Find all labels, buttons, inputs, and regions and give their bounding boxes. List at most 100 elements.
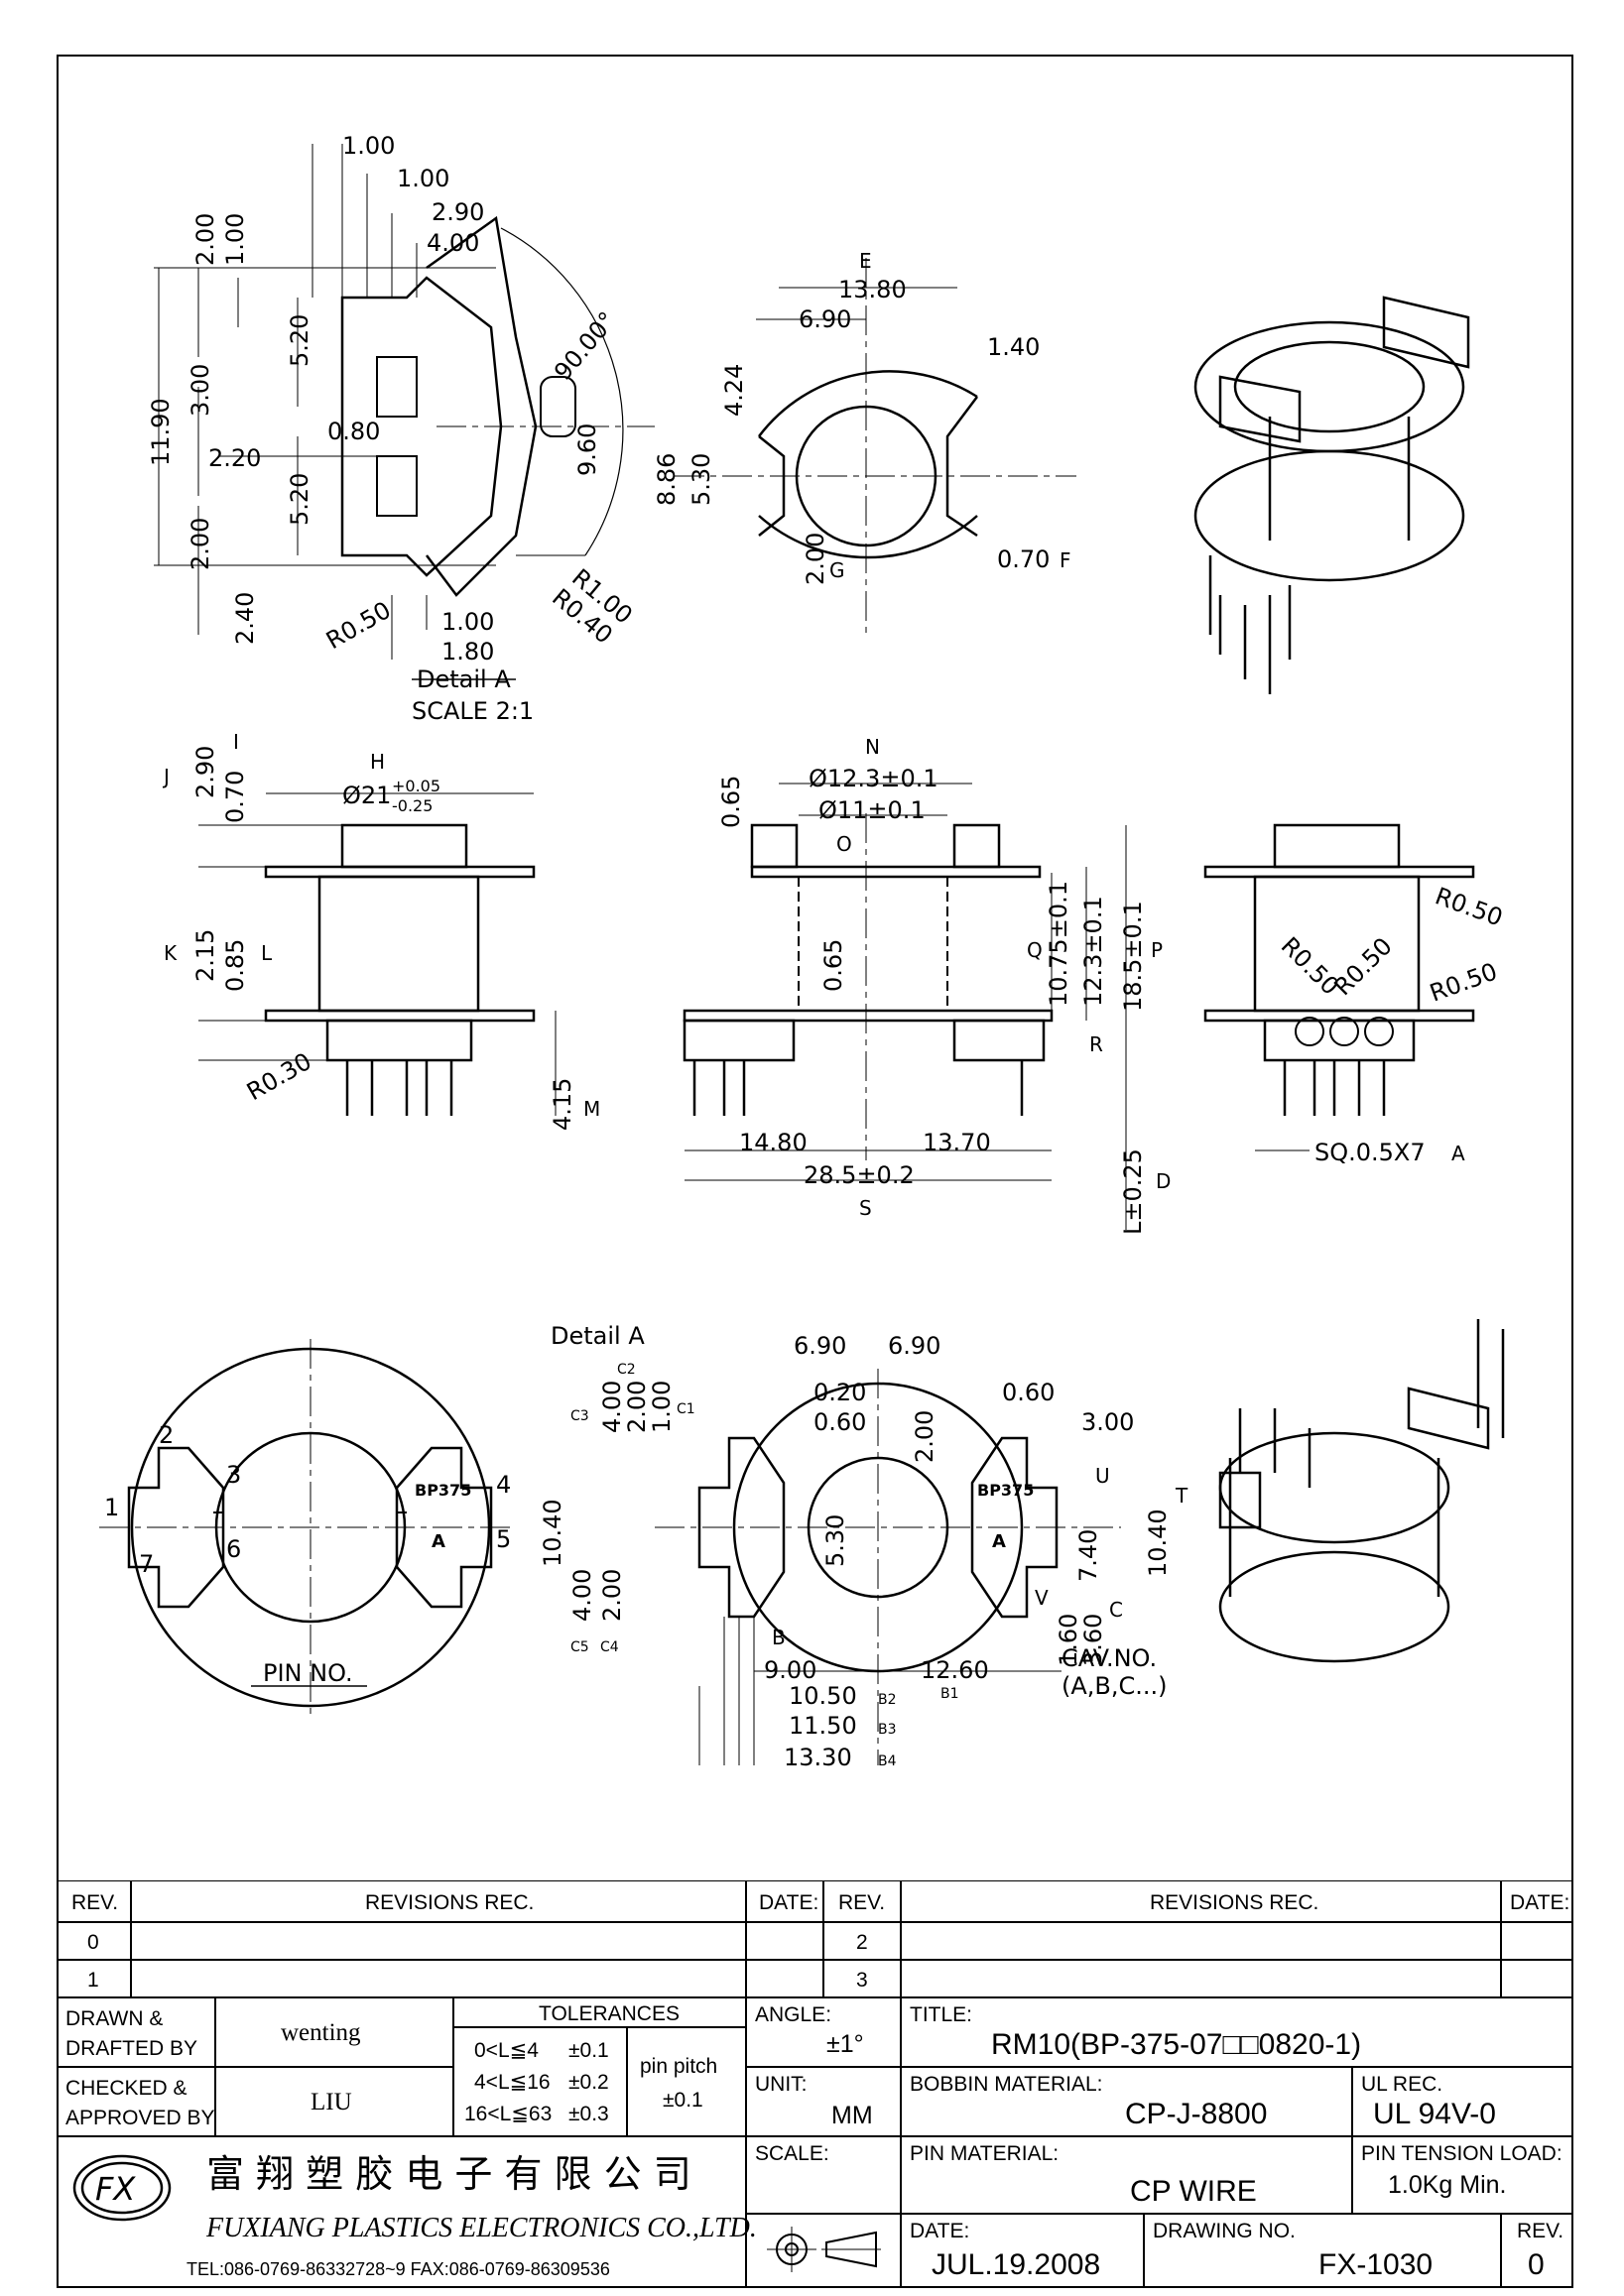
side-mid-letter-p: P [1151, 938, 1163, 962]
pin-material-value: CP WIRE [1130, 2175, 1257, 2208]
checked-by-cell: LIU [215, 2067, 453, 2136]
side-left-letter-l: L [261, 941, 273, 965]
checked-label-line-2: APPROVED BY [65, 2107, 215, 2129]
pin-view-letter-a: A [432, 1531, 445, 1552]
side-left-letter-h: H [370, 750, 385, 774]
bottom-view-letter-b3: B3 [878, 1722, 897, 1738]
top-view-dim-8: 0.70 [997, 545, 1050, 573]
detail-a-dim-9: 3.00 [187, 364, 214, 417]
rev-date-cell-0 [746, 1922, 823, 1960]
bottom-view-dim-20: 12.60 [921, 1656, 989, 1684]
pin-view-mark: BP375 [415, 1481, 471, 1500]
bottom-view-dim-21: 10.50 [789, 1682, 857, 1710]
bottom-view-label: Detail A [551, 1322, 645, 1350]
rev-date-cell-3 [1501, 1960, 1573, 1997]
date-header-cell-right: DATE: [1501, 1880, 1573, 1922]
side-mid-letter-q: Q [1027, 938, 1043, 962]
drawing-no-cell: DRAWING NO. FX-1030 [1144, 2214, 1501, 2288]
rev-rec-cell-0 [131, 1922, 746, 1960]
top-view-letter-g: G [829, 558, 845, 582]
rev-value-cell: REV. 0 [1501, 2214, 1573, 2288]
side-left-dim-5: -0.25 [392, 796, 433, 815]
bottom-view-dim-12: 5.30 [821, 1514, 849, 1567]
side-mid-letter-o: O [836, 832, 852, 856]
side-left-dim-4: +0.05 [392, 777, 440, 795]
rev-cell-3: 3 [823, 1960, 901, 1997]
company-name-chinese: 富 翔 塑 胶 电 子 有 限 公 司 [206, 2152, 691, 2196]
rev-2: 2 [856, 1931, 868, 1954]
side-left-dim-2: 0.70 [221, 771, 249, 823]
rev-cell-0: 0 [57, 1922, 131, 1960]
rev-header-right: REV. [838, 1891, 886, 1914]
rev-header-left: REV. [71, 1891, 119, 1914]
bottom-view-dim-22: 11.50 [789, 1712, 857, 1740]
side-view-left [198, 792, 557, 1116]
detail-a-dim-4: 4.00 [427, 229, 479, 257]
side-right-dim-4: R0.50 [1426, 957, 1500, 1007]
bottom-view-dim-9: 1.00 [648, 1381, 676, 1433]
top-view-dim-2: 6.90 [799, 305, 851, 333]
detail-a-dim-3: 2.90 [432, 198, 484, 226]
revisions-header-cell-right: REVISIONS REC. [901, 1880, 1501, 1922]
bottom-view-mark: BP375 [977, 1481, 1034, 1500]
side-mid-dim-3: Ø11±0.1 [818, 796, 926, 824]
bottom-view-letter-u: U [1095, 1464, 1110, 1488]
detail-a-dim-8: 5.20 [286, 314, 313, 367]
bottom-view-dim-4: 0.60 [813, 1408, 866, 1436]
bottom-view-dim-7: 4.00 [598, 1381, 626, 1433]
side-view-middle [683, 783, 1127, 1230]
revisions-header-cell-left: REVISIONS REC. [131, 1880, 746, 1922]
rev-date-cell-1 [746, 1960, 823, 1997]
detail-a-dim-11: 2.20 [208, 444, 261, 472]
pin-2: 2 [159, 1421, 174, 1449]
checked-label-line-1: CHECKED & [65, 2077, 187, 2100]
tolerances-header-cell: TOLERANCES [453, 1997, 746, 2027]
company-logo-text: FX [95, 2170, 136, 2208]
top-view-dim-1: 13.80 [838, 276, 907, 303]
rev-cell-1: 1 [57, 1960, 131, 1997]
scale-cell: SCALE: [746, 2136, 901, 2214]
side-mid-dim-1: 0.65 [717, 776, 745, 828]
bottom-view-dim-16: 2.00 [598, 1569, 626, 1622]
top-view-letter-e: E [859, 249, 872, 273]
pin-1: 1 [104, 1494, 119, 1521]
rev-cell-2: 2 [823, 1922, 901, 1960]
date-header-right: DATE: [1510, 1891, 1570, 1914]
side-view-right [1203, 823, 1475, 1151]
revisions-header-right: REVISIONS REC. [1150, 1891, 1319, 1914]
bottom-view [655, 1369, 1121, 1765]
checked-by: LIU [311, 2089, 352, 2115]
side-left-letter-m: M [583, 1097, 600, 1121]
pin-pitch-tol: ±0.1 [663, 2089, 703, 2112]
tol-value-3: ±0.3 [568, 2103, 609, 2125]
ul-rec-label: UL REC. [1361, 2073, 1443, 2096]
bottom-view-dim-11: 10.40 [539, 1499, 566, 1567]
top-view-dim-7: 2.00 [802, 533, 829, 585]
bottom-view-letter-b1: B1 [940, 1686, 959, 1702]
bottom-view-dim-14: 10.40 [1144, 1509, 1172, 1577]
side-right-dim-3: R0.50 [1328, 932, 1397, 1001]
rev-rec-cell-1 [131, 1960, 746, 1997]
rev-date-cell-2 [1501, 1922, 1573, 1960]
pin-pitch-cell: pin pitch ±0.1 [627, 2027, 746, 2136]
company-contact: TEL:086-0769-86332728~9 FAX:086-0769-863… [187, 2259, 610, 2279]
detail-a-dim-16: 90.00° [549, 306, 621, 386]
side-left-letter-k: K [164, 941, 178, 965]
pin-5: 5 [496, 1525, 511, 1553]
side-mid-dim-4: 0.65 [819, 939, 847, 992]
side-mid-dim-7: 18.5±0.1 [1119, 901, 1147, 1012]
pin-pitch-label: pin pitch [640, 2055, 718, 2078]
bottom-view-letter-b2: B2 [878, 1692, 897, 1708]
tol-range-2: 4<L≦16 [474, 2071, 551, 2094]
date-cell: DATE: JUL.19.2008 [901, 2214, 1144, 2288]
bottom-view-letter-a: A [992, 1531, 1006, 1552]
drawn-label-line-1: DRAWN & [65, 2007, 164, 2030]
top-view-dim-6: 5.30 [687, 453, 715, 506]
top-view-letter-f: F [1060, 548, 1071, 572]
side-left-dim-3: Ø21 [342, 782, 391, 809]
side-right-dim-2: R0.50 [1276, 931, 1344, 1000]
bobbin-material-value: CP-J-8800 [1125, 2098, 1268, 2130]
detail-a-view [154, 144, 655, 680]
side-right-letter-a: A [1451, 1142, 1465, 1165]
drawing-no-label: DRAWING NO. [1153, 2220, 1296, 2242]
